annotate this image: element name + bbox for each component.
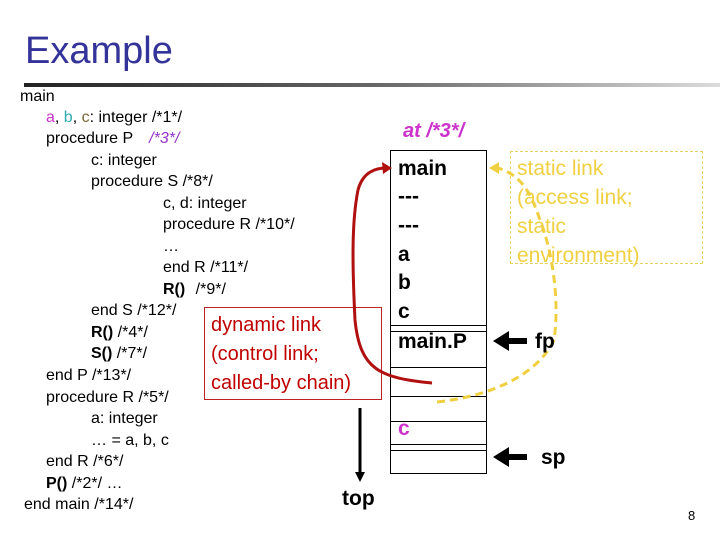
code-call: S(): [91, 345, 113, 362]
top-label: top: [342, 487, 375, 510]
code-line: end S /*12*/: [91, 302, 177, 319]
code-line: procedure R /*5*/: [46, 389, 169, 406]
sp-arrowhead: [493, 447, 509, 467]
var-b: b: [63, 109, 73, 126]
code-line: a, b, c: integer /*1*/: [46, 109, 183, 126]
code-call: P(): [46, 475, 68, 492]
code-line: … = a, b, c: [91, 432, 169, 449]
stack-slot: ---: [398, 214, 419, 237]
fp-label: fp: [535, 330, 555, 353]
stack-slot: b: [398, 271, 411, 294]
fp-arrow-shaft: [507, 338, 527, 344]
code-line: end main /*14*/: [24, 496, 134, 513]
var-a: a: [46, 109, 55, 126]
code-text: procedure P: [46, 130, 134, 147]
code-call: R(): [163, 281, 186, 298]
stack-slot: main: [398, 157, 448, 180]
code-line: procedure R /*10*/: [163, 216, 295, 233]
code-line: end P /*13*/: [46, 367, 132, 384]
slide-title: Example: [25, 30, 173, 72]
fp-arrowhead: [493, 331, 509, 351]
sp-label: sp: [541, 446, 566, 469]
title-rule: [24, 83, 720, 87]
dynamic-link-label: dynamic link: [211, 314, 322, 336]
static-link-arrowhead: [489, 162, 499, 174]
top-arrowhead: [355, 472, 365, 482]
code-line: main: [20, 88, 55, 105]
static-link-arrow: [436, 166, 558, 404]
code-call: R(): [91, 324, 114, 341]
stack-slot: c: [398, 300, 410, 323]
runtime-stack: main --- --- a b c main.P c: [390, 150, 487, 474]
stack-slot: a: [398, 243, 410, 266]
code-comment: /*7*/: [116, 345, 148, 362]
static-link-label: static link: [517, 157, 604, 180]
code-text: : integer /*1*/: [89, 109, 183, 126]
stack-slot: ---: [398, 185, 419, 208]
var-c: c: [81, 109, 90, 126]
code-comment: /*9*/: [195, 281, 226, 298]
code-comment: /*4*/: [117, 324, 148, 341]
code-line: procedure S /*8*/: [91, 173, 213, 190]
code-line: P() /*2*/ …: [46, 475, 122, 493]
stack-slot: main.P: [398, 330, 467, 353]
dynamic-link-label: called-by chain): [211, 372, 352, 394]
static-link-label: (access link;: [517, 186, 633, 209]
code-line: S() /*7*/: [91, 345, 147, 363]
code-line: c: integer: [91, 152, 157, 169]
code-line: …: [163, 238, 179, 255]
code-line: c, d: integer: [163, 195, 247, 212]
code-line: R() /*9*/: [163, 281, 226, 299]
code-line: end R /*11*/: [163, 259, 249, 276]
dynamic-link-arrowhead: [382, 162, 392, 174]
code-line: a: integer: [91, 410, 158, 427]
stack-slot: c: [398, 417, 410, 440]
code-line: end R /*6*/: [46, 453, 124, 470]
code-comment: /*3*/: [149, 130, 180, 147]
stack-heading: at /*3*/: [403, 120, 465, 142]
dynamic-link-label: (control link;: [211, 343, 319, 365]
code-line: procedure P /*3*/: [46, 130, 179, 148]
code-comment: /*2*/ …: [71, 475, 123, 492]
sp-arrow-shaft: [507, 454, 527, 460]
dynamic-link-arrow: [351, 166, 433, 385]
dynamic-link-box: dynamic link (control link; called-by ch…: [204, 307, 382, 400]
code-line: R() /*4*/: [91, 324, 148, 342]
page-number: 8: [688, 508, 696, 523]
